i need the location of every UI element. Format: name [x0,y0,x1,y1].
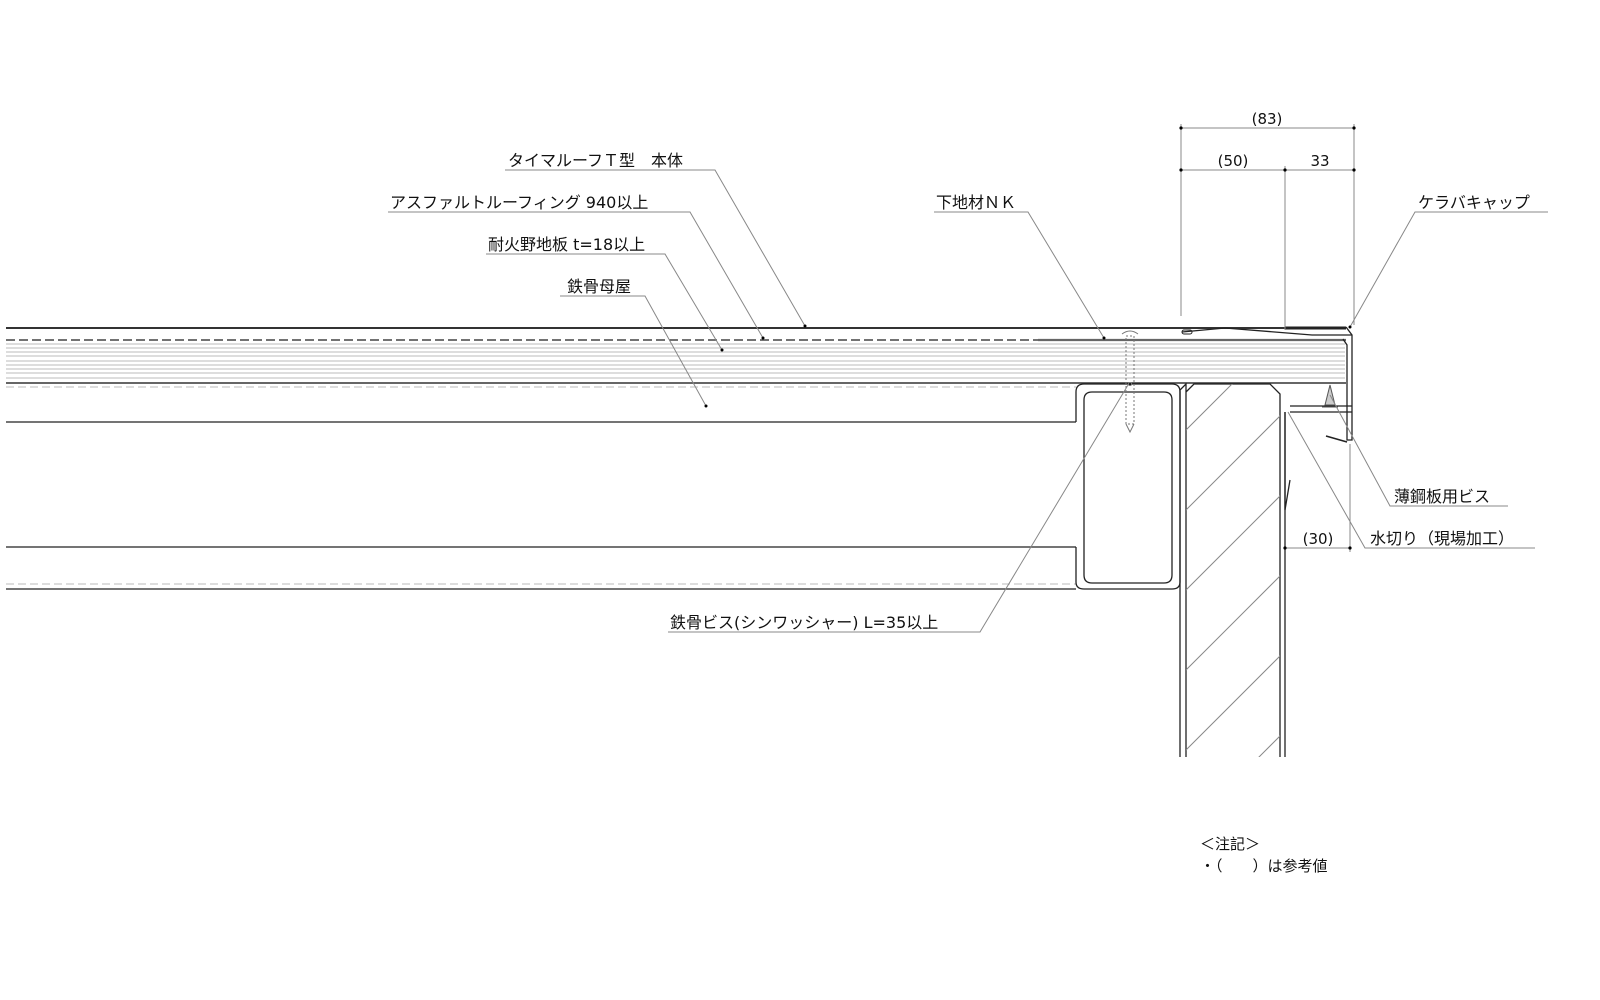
steel-purlin [6,383,1181,590]
steel-screw-icon [1121,330,1139,434]
label-fireproof-board: 耐火野地板 t=18以上 [488,235,645,254]
leader-lines [388,169,1548,633]
notes-title: ＜注記＞ [1200,835,1260,853]
label-verge-cap: ケラバキャップ [1418,193,1530,212]
label-steel-screw: 鉄骨ビス(シンワッシャー) L=35以上 [670,613,938,632]
label-asphalt-roofing: アスファルトルーフィング 940以上 [390,193,648,212]
wall-section [1179,382,1286,757]
label-roof-body: タイマルーフＴ型 本体 [508,151,683,170]
label-sheet-screw: 薄鋼板用ビス [1394,487,1490,506]
label-base-material: 下地材ＮＫ [936,193,1016,212]
label-drip-flashing: 水切り（現場加工） [1370,529,1514,548]
verge-cap [1181,326,1353,511]
dim-left: (50) [1218,152,1249,170]
leader-dots [704,324,1352,408]
notes-line: ・（ ）は参考値 [1200,857,1328,875]
dim-drip: (30) [1303,530,1334,548]
label-steel-purlin: 鉄骨母屋 [567,277,631,296]
dim-total: (83) [1252,110,1283,128]
dimension-ticks [1179,126,1356,550]
roof-layers [6,327,1346,388]
dim-right: 33 [1310,152,1329,170]
dimension-lines [1180,124,1355,552]
